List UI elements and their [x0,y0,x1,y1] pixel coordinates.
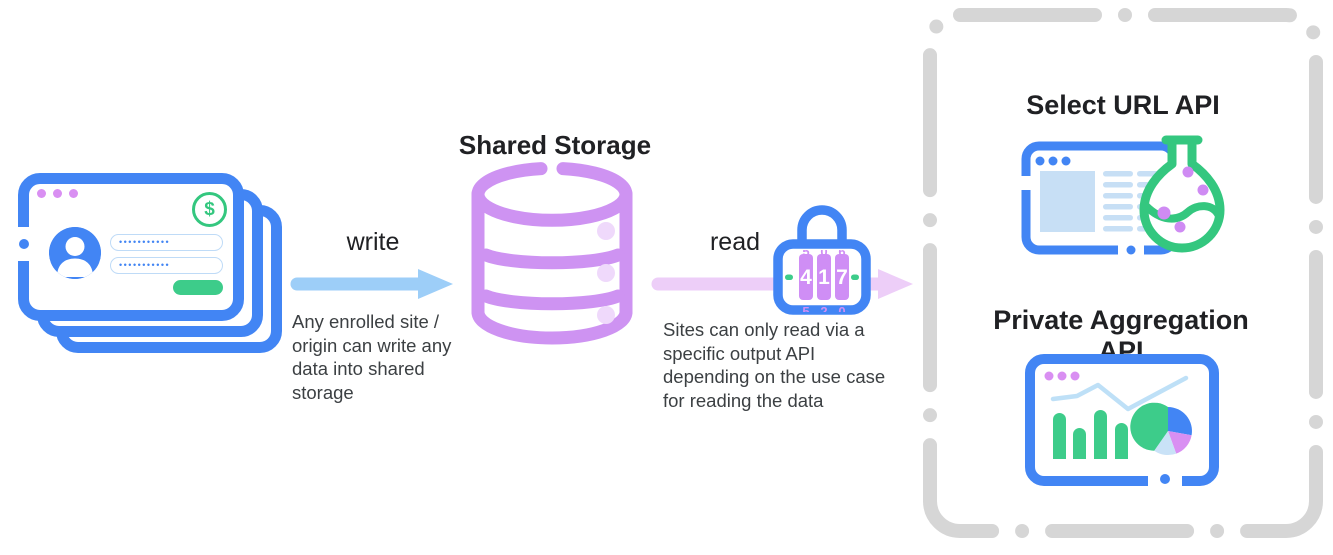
select-url-api-title: Select URL API [1026,90,1220,120]
read-note: Sites can only read via a specific outpu… [663,318,885,412]
window-dot-icon [52,188,62,198]
write-arrow [290,269,453,299]
lock-partial-digit: 2 [820,304,827,319]
write-note-line: data into shared [292,358,425,379]
lock-digit: 1 [818,266,830,289]
read-note-line: for reading the data [663,389,824,411]
lock-digit: 7 [836,266,848,289]
window-dot-icon [36,188,46,198]
lock-partial-digit: 5 [802,304,809,319]
dashboard-charts-icon [1025,354,1219,488]
read-label: read [709,228,761,256]
combination-lock-icon: 5 0 6 5 2 0 4 1 7 [773,205,871,319]
write-note: Any enrolled site / origin can write any… [292,310,451,404]
username-field[interactable]: ••••••••••• [110,234,223,251]
read-note-line: specific output API [663,342,816,364]
write-note-line: storage [292,381,354,403]
avatar [49,227,101,279]
write-note-line: Any enrolled site / [292,311,440,332]
write-label: write [346,228,400,256]
pie-chart-icon [1130,402,1192,456]
shared-storage-title: Shared Storage [458,130,652,160]
window-dot-icon [68,188,78,198]
password-field[interactable]: ••••••••••• [110,257,223,274]
card-border-dot-icon [18,239,29,249]
browser-flask-icon [1018,135,1225,256]
write-note-line: origin can write any [292,334,452,356]
dollar-icon: $ [192,192,227,227]
lock-partial-digit: 0 [838,304,845,319]
output-apis-dashed-border [923,8,1323,538]
private-aggregation-api-title: Private Aggregation API [993,305,1249,366]
read-note-line: depending on the use case [663,366,886,387]
read-note-line: Sites can only read via a [663,319,865,340]
database-icon [471,162,633,345]
submit-button[interactable] [173,280,223,295]
lock-digit: 4 [800,266,812,289]
